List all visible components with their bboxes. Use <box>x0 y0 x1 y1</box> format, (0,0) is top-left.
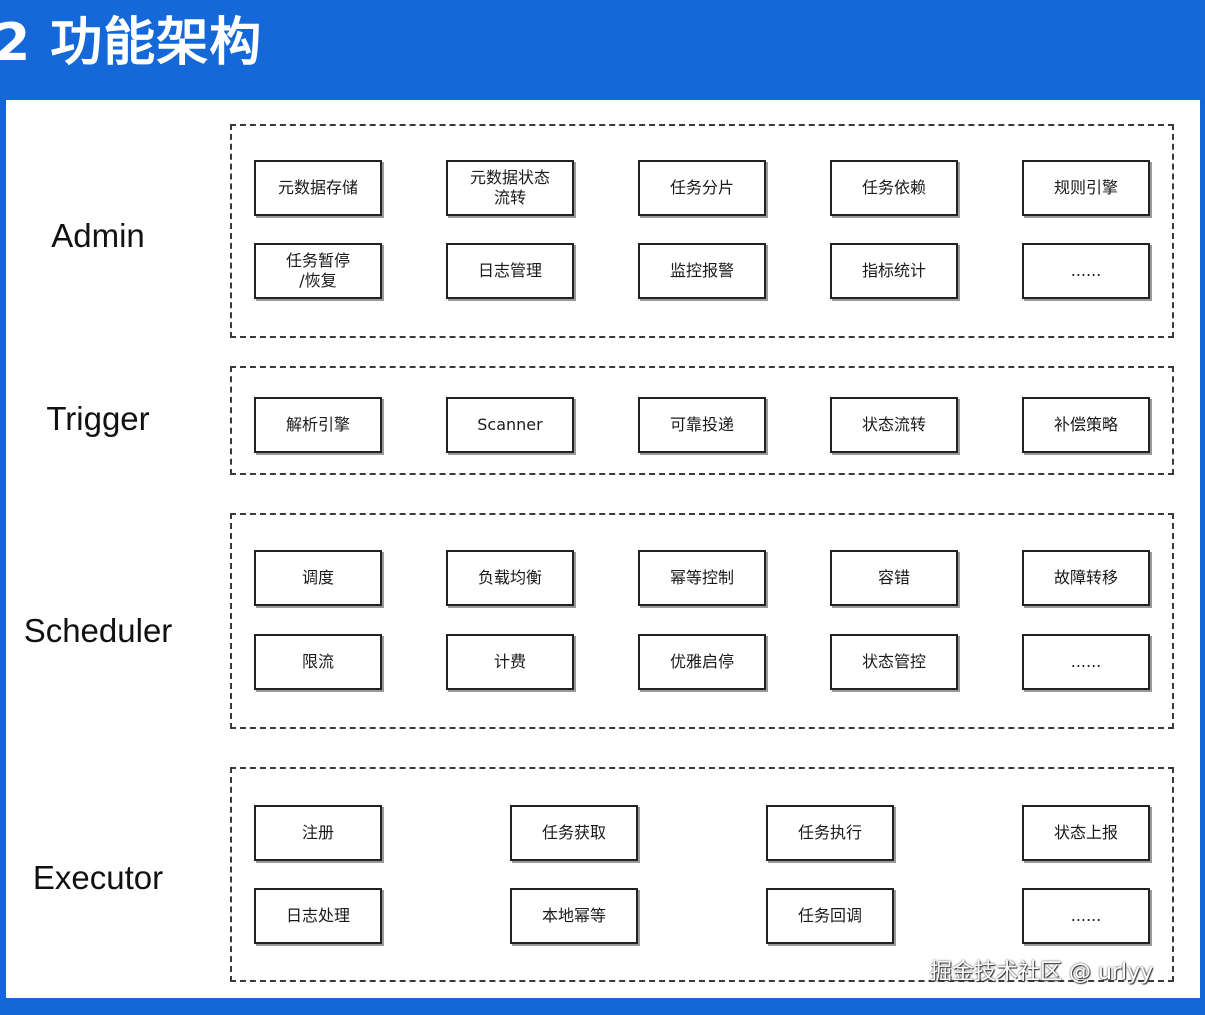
layer-frame-admin <box>230 124 1174 338</box>
module-box: 容错 <box>830 550 958 606</box>
layer-frame-executor <box>230 767 1174 982</box>
module-box: 注册 <box>254 805 382 861</box>
module-box: 调度 <box>254 550 382 606</box>
module-box: 元数据存储 <box>254 160 382 216</box>
module-box: ...... <box>1022 243 1150 299</box>
module-box: 日志管理 <box>446 243 574 299</box>
module-box: 优雅启停 <box>638 634 766 690</box>
layer-label-admin: Admin <box>51 217 145 254</box>
module-box: Scanner <box>446 397 574 453</box>
module-box: 限流 <box>254 634 382 690</box>
watermark-text: 掘金技术社区 @ urlyy <box>930 960 1154 985</box>
module-box: 元数据状态流转 <box>446 160 574 216</box>
module-box: 日志处理 <box>254 888 382 944</box>
module-box: 任务分片 <box>638 160 766 216</box>
diagram-canvas: Admin 元数据存储 元数据状态流转 任务分片 任务依赖 规则引擎 任务暂停/… <box>6 100 1200 998</box>
layer-label-trigger: Trigger <box>46 400 150 437</box>
module-box: 幂等控制 <box>638 550 766 606</box>
module-box: 补偿策略 <box>1022 397 1150 453</box>
page-title: 2 功能架构 <box>0 13 263 73</box>
module-box: 解析引擎 <box>254 397 382 453</box>
module-box: 任务执行 <box>766 805 894 861</box>
header-bar: 2 功能架构 <box>0 0 1205 100</box>
module-box: 任务回调 <box>766 888 894 944</box>
module-box: ...... <box>1022 888 1150 944</box>
module-box: 状态上报 <box>1022 805 1150 861</box>
module-box: 监控报警 <box>638 243 766 299</box>
module-box: 本地幂等 <box>510 888 638 944</box>
layer-frame-trigger <box>230 366 1174 475</box>
module-box: 规则引擎 <box>1022 160 1150 216</box>
layer-label-scheduler: Scheduler <box>23 612 173 649</box>
module-box: 任务获取 <box>510 805 638 861</box>
module-box: 任务暂停/恢复 <box>254 243 382 299</box>
module-box: ...... <box>1022 634 1150 690</box>
module-box: 指标统计 <box>830 243 958 299</box>
module-box: 状态管控 <box>830 634 958 690</box>
layer-frame-scheduler <box>230 513 1174 729</box>
layer-label-executor: Executor <box>32 859 164 896</box>
module-box: 任务依赖 <box>830 160 958 216</box>
module-box: 故障转移 <box>1022 550 1150 606</box>
module-box: 负载均衡 <box>446 550 574 606</box>
module-box: 可靠投递 <box>638 397 766 453</box>
module-box: 状态流转 <box>830 397 958 453</box>
module-box: 计费 <box>446 634 574 690</box>
